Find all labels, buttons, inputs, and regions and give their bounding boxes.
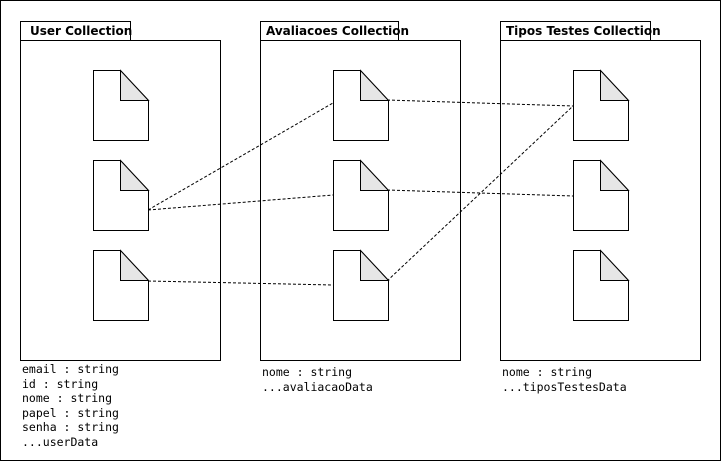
field-item: ...avaliacaoData <box>262 379 373 394</box>
relationship-line <box>386 99 574 107</box>
document-icon <box>333 69 390 141</box>
relationship-line <box>147 102 334 211</box>
relationship-line <box>386 105 574 282</box>
field-item: email : string <box>22 362 119 376</box>
relationship-lines <box>147 99 574 286</box>
field-item: ...tiposTestesData <box>502 379 627 394</box>
avaliacoes-fields-list: nome : string ...avaliacaoData <box>262 365 373 394</box>
user-fields-list: email : string id : string nome : string… <box>22 362 119 449</box>
avaliacoes-collection-title: Avaliacoes Collection <box>266 24 409 38</box>
field-item: nome : string <box>262 365 353 379</box>
field-item: nome : string <box>22 391 113 405</box>
relationship-line <box>386 189 574 197</box>
document-icon <box>573 249 630 321</box>
field-item: id : string <box>22 376 99 391</box>
tipos-testes-collection-title: Tipos Testes Collection <box>506 24 661 38</box>
user-collection-tab <box>20 21 131 41</box>
tipos-testes-fields-list: nome : string ...tiposTestesData <box>502 365 627 394</box>
document-icon <box>93 159 150 231</box>
avaliacoes-collection-tab <box>260 21 399 41</box>
document-icon <box>573 69 630 141</box>
relationship-line <box>147 280 334 286</box>
field-item: nome : string <box>502 365 593 379</box>
document-icon <box>573 159 630 231</box>
document-icon <box>93 249 150 321</box>
document-icon <box>333 249 390 321</box>
field-item: ...userData <box>22 434 99 449</box>
tipos-testes-collection-tab <box>500 21 651 41</box>
document-icon <box>333 159 390 231</box>
field-item: papel : string <box>22 405 119 420</box>
document-icons <box>93 69 630 321</box>
relationship-line <box>147 194 334 211</box>
user-collection-title: User Collection <box>30 24 132 38</box>
field-item: senha : string <box>22 420 119 434</box>
document-icon <box>93 69 150 141</box>
